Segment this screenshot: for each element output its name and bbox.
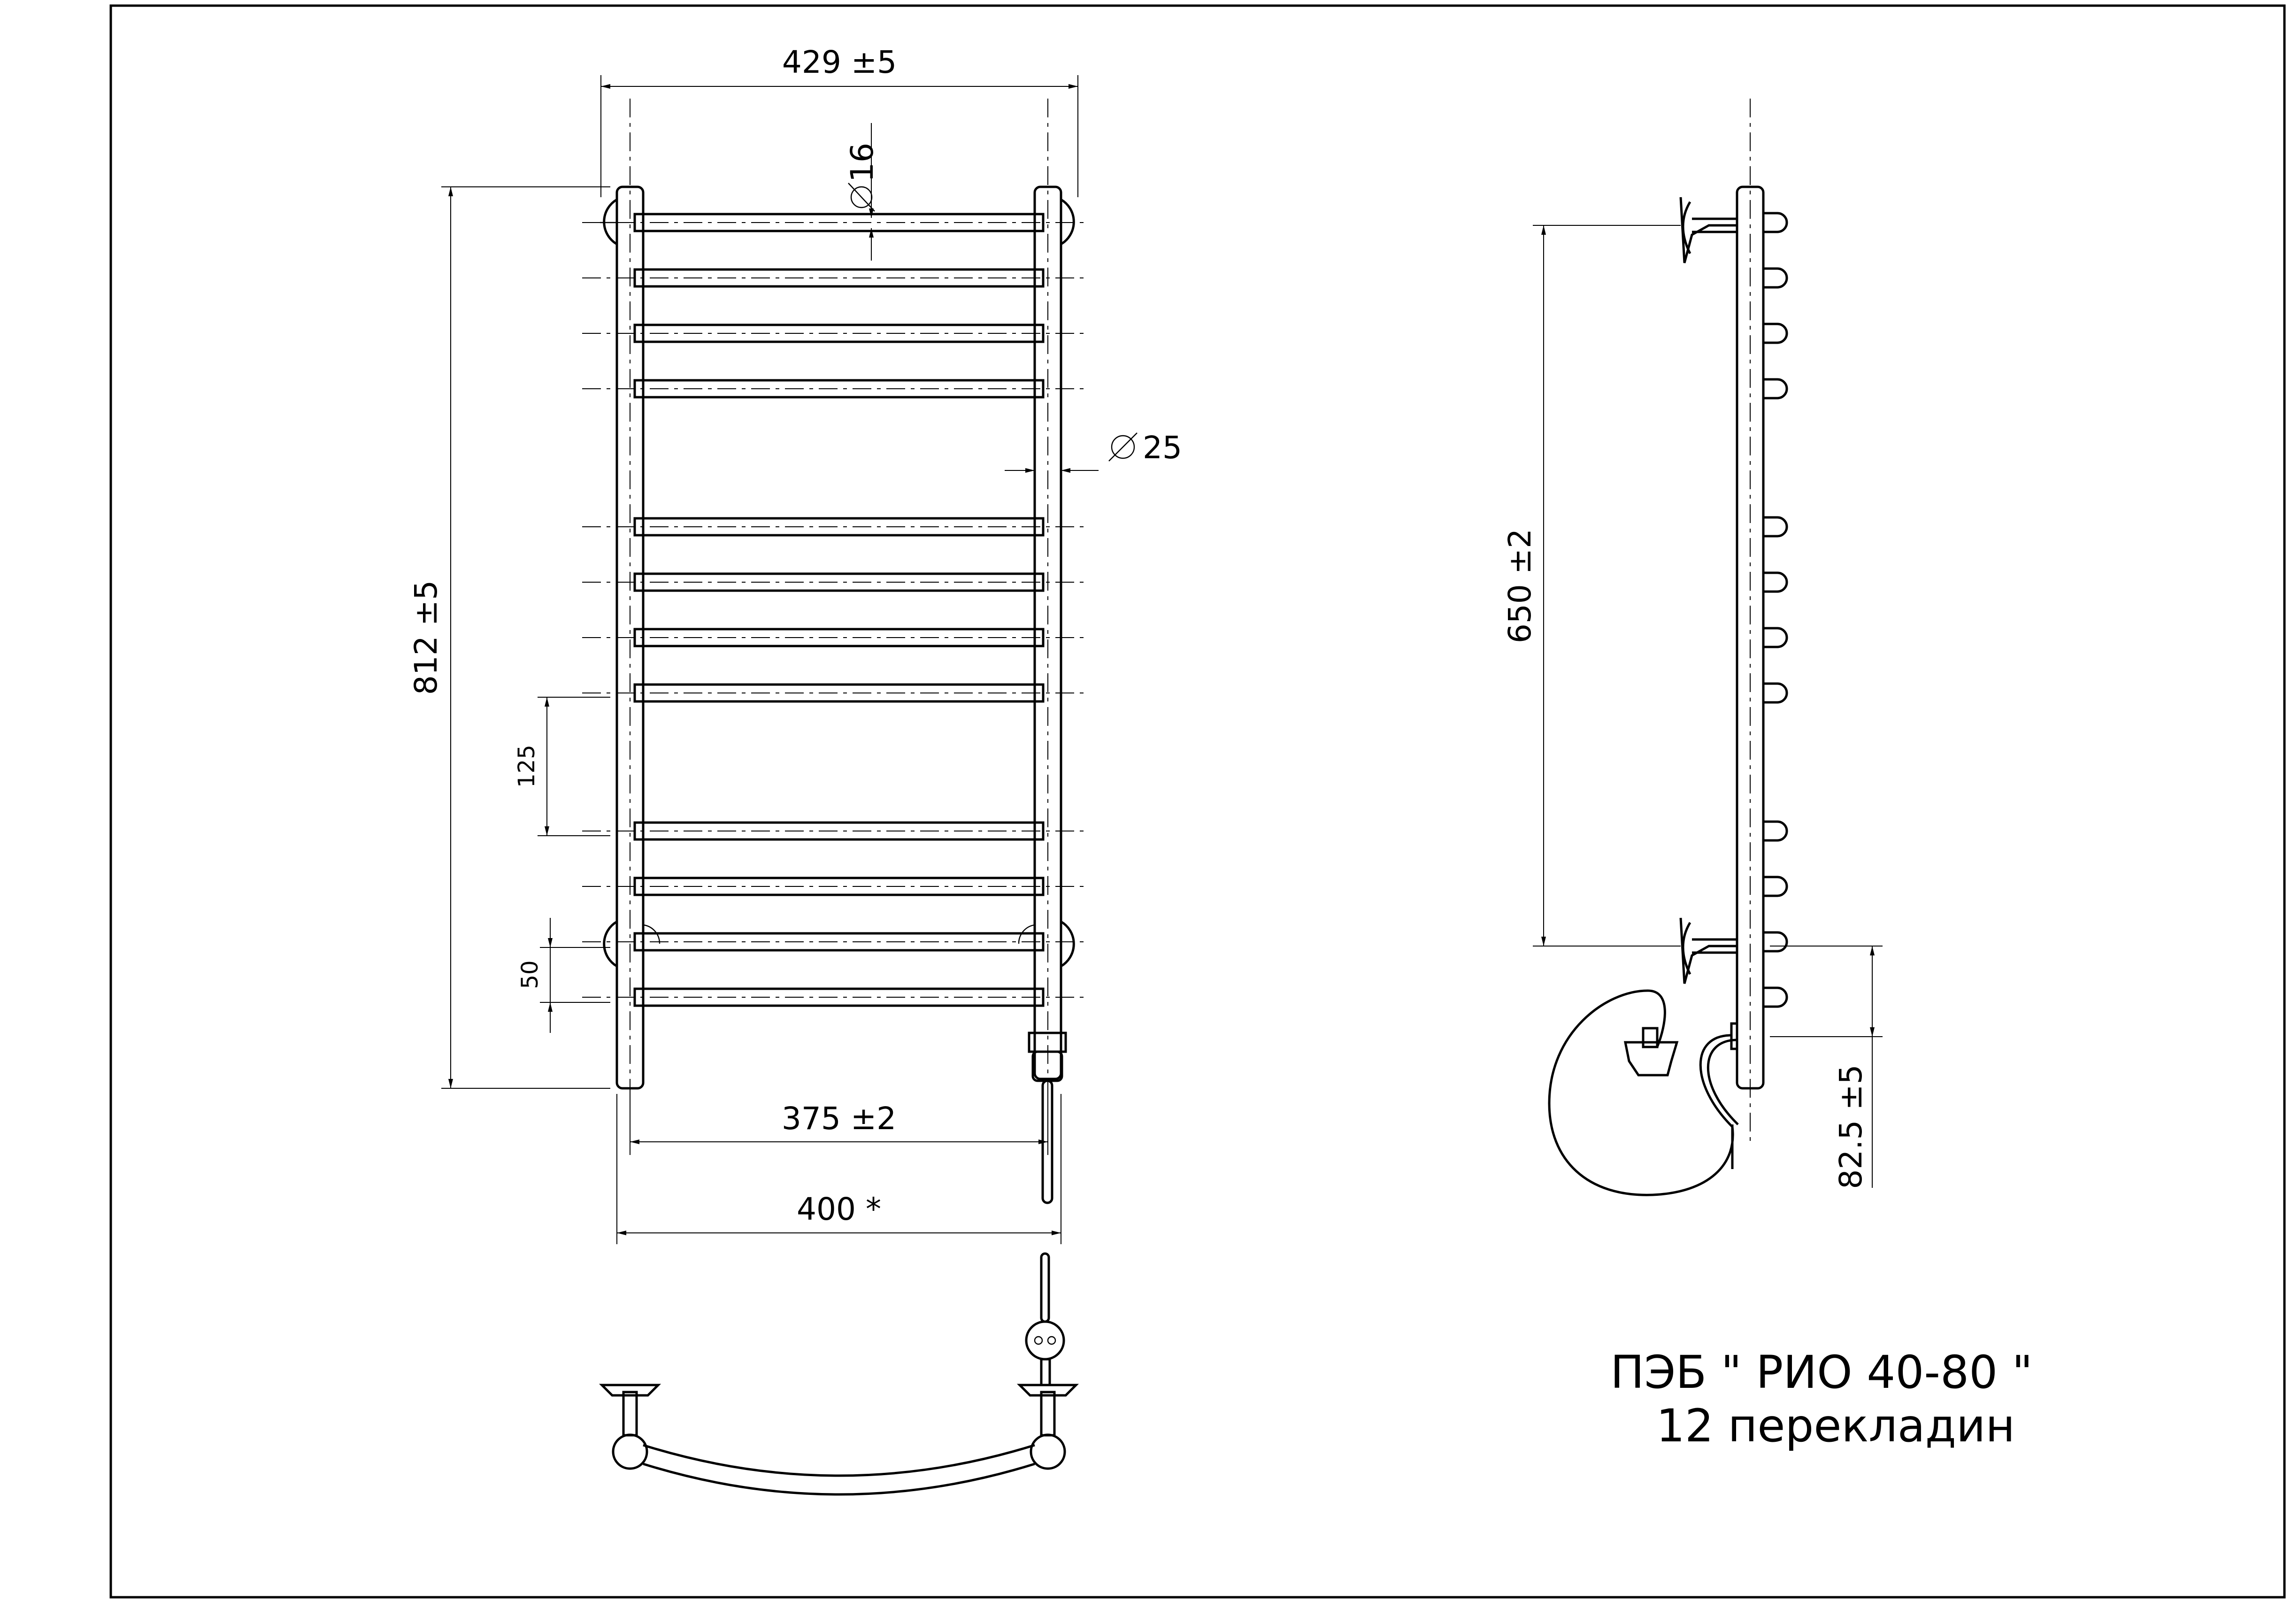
side-rail-end bbox=[1763, 378, 1788, 400]
top-left-bracket bbox=[600, 198, 618, 246]
dim-gap-small-label: 50 bbox=[517, 960, 543, 989]
diameter-symbol-icon bbox=[1111, 435, 1135, 459]
top-view bbox=[599, 1252, 1079, 1496]
side-rail-end bbox=[1763, 267, 1788, 289]
side-rail-end bbox=[1763, 627, 1788, 648]
title-rail-count: 12 перекладин bbox=[1656, 1400, 2015, 1452]
dim-bottom-offset: 82.5 ±5 bbox=[1770, 946, 1883, 1189]
side-bottom-bracket bbox=[1679, 917, 1737, 984]
dim-post-diameter: 25 bbox=[1005, 430, 1182, 473]
dim-post-diameter-label: 25 bbox=[1143, 430, 1182, 466]
side-rail-end bbox=[1763, 820, 1788, 842]
dim-overall-width-label: 429 ±5 bbox=[782, 44, 897, 80]
bottom-left-bracket bbox=[603, 920, 661, 968]
curved-rail bbox=[643, 1444, 1035, 1477]
dim-gap-large: 125 bbox=[514, 697, 610, 836]
top-right-bracket bbox=[1060, 198, 1075, 246]
side-rail-ends bbox=[1763, 212, 1788, 1008]
title-block: ПЭБ " РИО 40-80 " 12 перекладин bbox=[1610, 1346, 2033, 1452]
side-rail-end bbox=[1763, 876, 1788, 897]
diameter-symbol-icon bbox=[850, 186, 873, 208]
side-top-bracket bbox=[1679, 197, 1737, 263]
crossbars bbox=[582, 213, 1084, 1007]
dim-overall-height-label: 812 ±5 bbox=[408, 580, 444, 695]
dim-rail-diameter-label: 16 bbox=[844, 143, 880, 182]
side-rail-end bbox=[1763, 323, 1788, 344]
left-post-section bbox=[612, 1433, 648, 1470]
right-post-section bbox=[1030, 1433, 1066, 1470]
dim-mount-width: 400 * bbox=[616, 1094, 1061, 1244]
dim-gap-large-label: 125 bbox=[514, 745, 540, 788]
dim-overall-height: 812 ±5 bbox=[408, 186, 610, 1089]
dim-mount-spacing-label: 650 ±2 bbox=[1502, 529, 1538, 643]
dim-mount-width-label: 400 * bbox=[797, 1191, 881, 1227]
side-rail-end bbox=[1763, 931, 1788, 953]
dim-overall-width: 429 ±5 bbox=[600, 44, 1078, 197]
dim-rail-diameter: 16 bbox=[844, 123, 880, 261]
sheet-frame bbox=[109, 4, 2286, 1599]
side-rail-end bbox=[1763, 212, 1788, 233]
front-view: 429 ±5 16 25 812 ±5 bbox=[408, 44, 1182, 1244]
side-rail-end bbox=[1763, 516, 1788, 538]
dim-center-width: 375 ±2 bbox=[630, 1094, 1048, 1155]
dim-center-width-label: 375 ±2 bbox=[782, 1101, 896, 1137]
side-view: 650 ±2 82.5 ±5 bbox=[1502, 99, 1883, 1196]
dim-mount-spacing: 650 ±2 bbox=[1502, 225, 1681, 947]
dim-bottom-offset-label: 82.5 ±5 bbox=[1833, 1064, 1869, 1189]
bottom-right-bracket bbox=[1018, 920, 1075, 968]
dim-gap-small: 50 bbox=[517, 918, 610, 1033]
title-model: ПЭБ " РИО 40-80 " bbox=[1610, 1346, 2033, 1399]
side-rail-end bbox=[1763, 571, 1788, 593]
side-power-cord bbox=[1548, 989, 1739, 1196]
side-rail-end bbox=[1763, 682, 1788, 704]
side-rail-end bbox=[1763, 986, 1788, 1008]
